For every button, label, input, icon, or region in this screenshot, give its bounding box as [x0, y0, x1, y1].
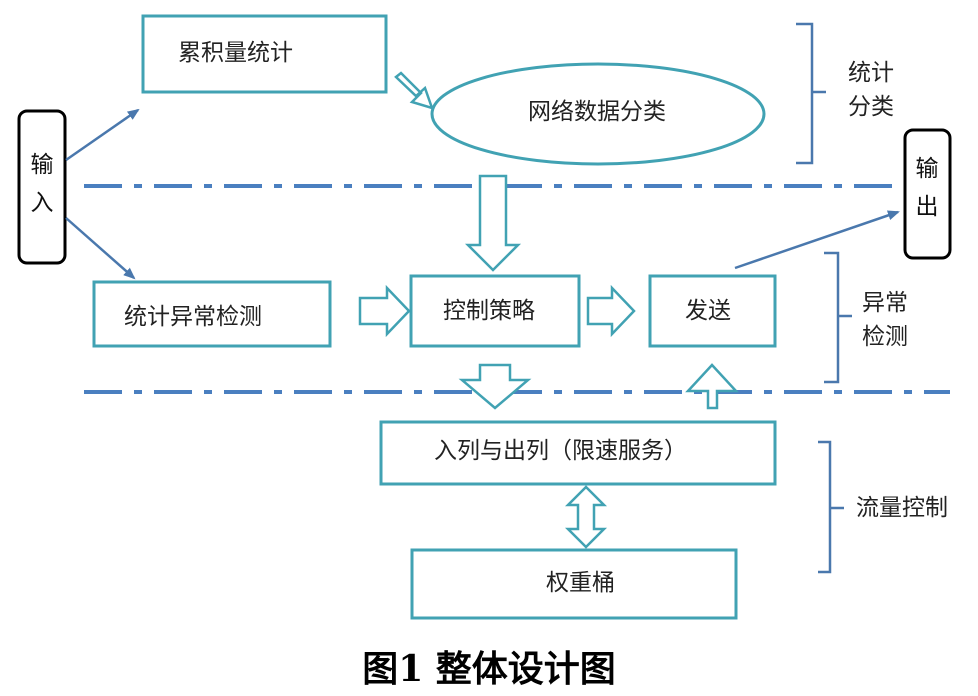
group-stat-classify: 统计 分类: [848, 56, 908, 124]
brace-anomaly: [824, 251, 852, 384]
arrow-classify-to-control: [464, 174, 522, 272]
ellipse-classify: [430, 62, 766, 166]
label-send: 发送: [685, 298, 731, 324]
box-anomaly-stat: [92, 280, 332, 348]
arrow-queue-bucket-bidirectional: [564, 485, 608, 549]
box-send: [648, 274, 777, 348]
label-anomaly-stat: 统计异常检测: [124, 304, 262, 330]
box-cumulative: [141, 14, 388, 94]
group-stat-classify-line-1: 统计: [848, 60, 894, 86]
label-input-char-1: 输: [30, 152, 54, 178]
box-control: [409, 274, 581, 348]
box-queue: [379, 420, 777, 486]
arrow-input-to-anomaly: [65, 217, 136, 280]
brace-flow: [818, 440, 844, 574]
label-output-char-2: 出: [915, 194, 939, 220]
group-anomaly-line-2: 检测: [862, 324, 908, 350]
label-output: 输 出: [912, 150, 942, 226]
group-stat-classify-line-2: 分类: [848, 94, 894, 120]
arrow-input-to-cumulative: [65, 108, 140, 162]
label-input: 输 入: [27, 146, 57, 222]
box-output: [903, 128, 952, 260]
brace-stat-classify: [796, 22, 826, 165]
arrow-queue-to-send: [685, 363, 739, 410]
label-output-char-1: 输: [915, 156, 939, 182]
arrow-anomaly-to-control: [358, 284, 411, 338]
figure-caption: 图1 整体设计图: [362, 648, 616, 690]
label-bucket: 权重桶: [546, 570, 615, 596]
group-anomaly: 异常 检测: [862, 286, 922, 354]
arrow-control-to-queue: [458, 363, 532, 410]
box-bucket: [410, 548, 738, 620]
group-anomaly-line-1: 异常: [862, 290, 908, 316]
arrow-control-to-send: [586, 284, 636, 338]
box-input: [17, 109, 67, 265]
arrow-send-to-output: [734, 210, 900, 270]
label-control: 控制策略: [443, 298, 535, 324]
label-cumulative: 累积量统计: [178, 40, 293, 66]
arrow-cumulative-to-classify: [394, 71, 434, 110]
label-queue: 入列与出列（限速服务）: [434, 438, 687, 464]
label-input-char-2: 入: [30, 190, 54, 216]
group-flow-control: 流量控制: [856, 495, 948, 521]
label-classify: 网络数据分类: [528, 99, 666, 125]
